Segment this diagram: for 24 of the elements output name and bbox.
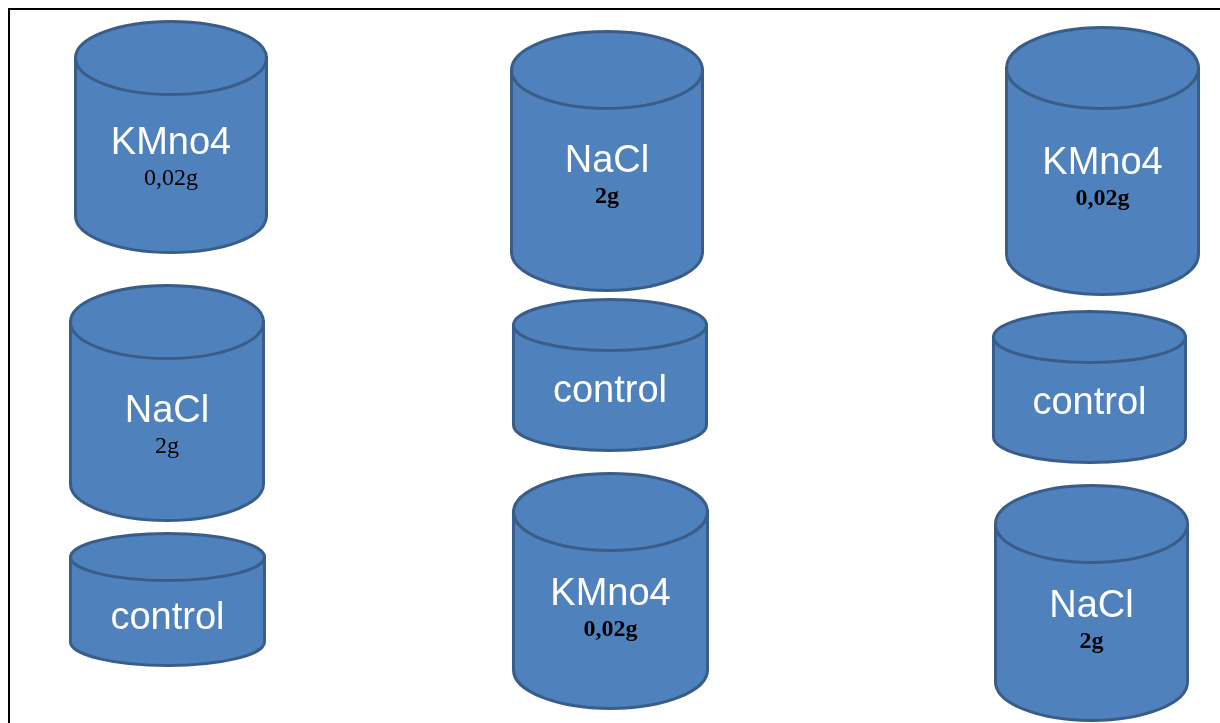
cylinder [994, 484, 1189, 722]
cylinder-label: NaCl [564, 138, 650, 183]
cylinder [992, 310, 1187, 464]
cylinder [510, 30, 704, 292]
cylinder-label: control [110, 595, 225, 639]
amount-label: 2g [595, 182, 619, 209]
cylinder-label: control [552, 367, 668, 412]
cylinder-label: NaCl [124, 388, 210, 433]
amount-label: 0,02g [144, 163, 198, 191]
cylinder [69, 284, 265, 522]
amount-label: 2g [1079, 626, 1104, 654]
cylinder-label: NaCl [1049, 582, 1134, 627]
amount-label: 0,02g [1075, 184, 1130, 211]
amount-label: 0,02g [583, 614, 638, 642]
cylinder-label: control [1032, 379, 1147, 424]
amount-label: 2g [155, 432, 179, 459]
cylinder [69, 532, 266, 667]
cylinder [1005, 26, 1200, 296]
cylinder-label: KMno4 [1042, 140, 1163, 185]
cylinder [512, 472, 709, 710]
cylinder [74, 20, 268, 254]
cylinder-label: KMno4 [550, 570, 671, 615]
cylinder [512, 298, 708, 452]
cylinder-label: KMno4 [110, 119, 232, 164]
